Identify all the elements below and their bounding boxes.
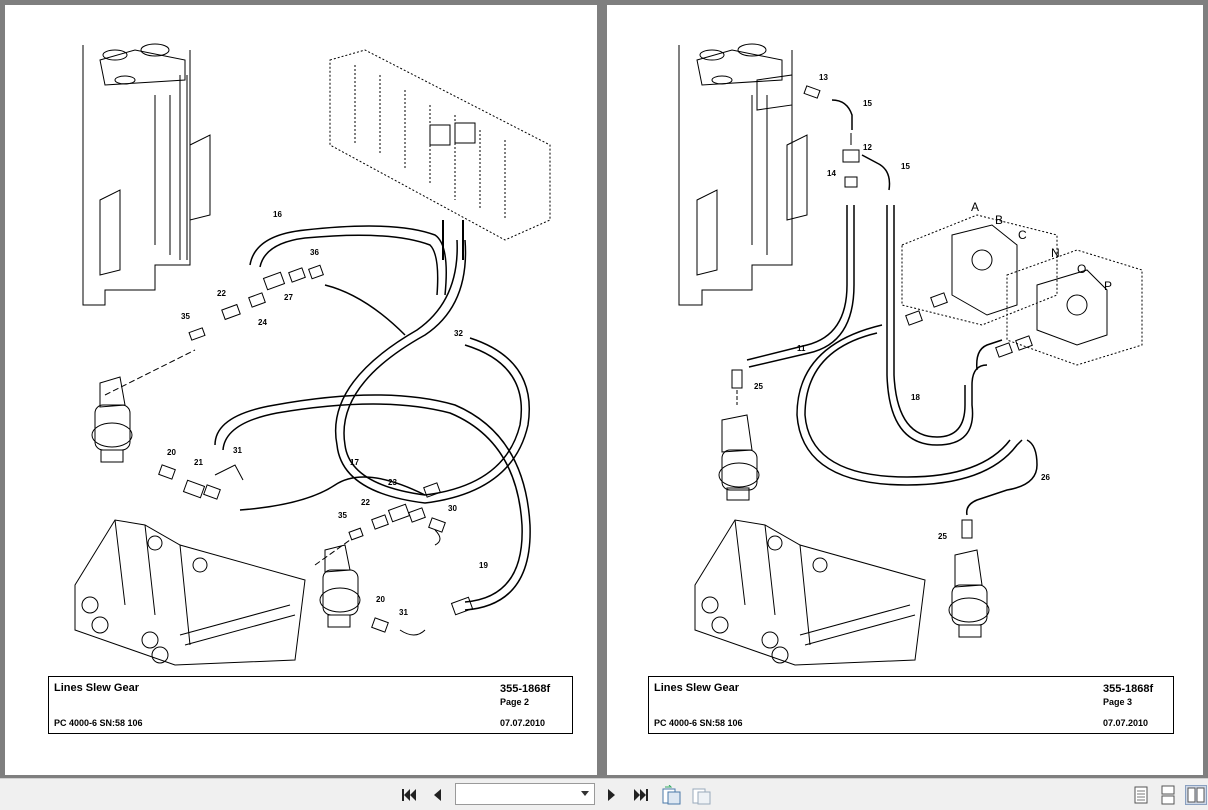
callout-15: 15 [863,99,872,108]
valve-letter-p: P [1104,279,1112,293]
callout-31: 31 [233,446,242,455]
previous-page-icon [434,789,441,801]
callout-14: 14 [827,169,836,178]
callout-27: 27 [284,293,293,302]
history-back-icon [662,785,681,805]
callout-22: 22 [217,289,226,298]
callout-18: 18 [911,393,920,402]
page-forward-history-button[interactable] [690,785,714,805]
document-number: 355-1868f [500,683,551,695]
valve-letter-a: A [971,200,979,214]
callout-labels-page-2: 16 36 22 27 24 35 32 20 21 31 17 23 22 3… [167,210,488,617]
callout-25b: 25 [938,532,947,541]
callout-30: 30 [448,504,457,513]
single-page-view-icon [1134,786,1148,804]
next-page-button[interactable] [603,785,621,805]
document-viewport[interactable]: 16 36 22 27 24 35 32 20 21 31 17 23 22 3… [0,0,1208,778]
callout-35b: 35 [338,511,347,520]
callout-31b: 31 [399,608,408,617]
hydraulic-lines-drawing-page-3: A B C N O P 13 15 12 15 14 11 25 18 26 2… [678,43,1143,666]
callout-20b: 20 [376,595,385,604]
valve-letter-n: N [1051,246,1060,260]
navigation-toolbar [0,778,1208,810]
valve-letter-o: O [1077,262,1086,276]
callout-35: 35 [181,312,190,321]
facing-pages-view-button[interactable] [1185,785,1207,805]
callout-26: 26 [1041,473,1050,482]
callout-19: 19 [479,561,488,570]
document-date: 07.07.2010 [1103,718,1149,728]
single-page-view-button[interactable] [1131,785,1151,805]
machine-model: PC 4000-6 SN:58 106 [654,718,743,728]
history-forward-icon [692,788,711,805]
last-page-button[interactable] [630,785,652,805]
document-page-3: A B C N O P 13 15 12 15 14 11 25 18 26 2… [607,5,1203,775]
next-page-icon [608,789,615,801]
callout-16: 16 [273,210,282,219]
title-block: Lines Slew Gear 355-1868f Page 2 PC 4000… [48,676,573,734]
callout-20: 20 [167,448,176,457]
page-back-history-button[interactable] [660,785,684,805]
callout-32: 32 [454,329,463,338]
callout-12: 12 [863,143,872,152]
callout-15b: 15 [901,162,910,171]
continuous-view-icon [1161,785,1175,805]
valve-section-letters: A B C N O P [971,200,1112,293]
page-label: Page 3 [1103,697,1133,707]
machine-model: PC 4000-6 SN:58 106 [54,718,143,728]
drawing-title: Lines Slew Gear [54,682,139,694]
chevron-down-icon [581,791,589,796]
valve-letter-c: C [1018,228,1027,242]
callout-25: 25 [754,382,763,391]
last-page-icon [634,789,648,801]
hydraulic-lines-drawing-page-2: 16 36 22 27 24 35 32 20 21 31 17 23 22 3… [74,43,551,666]
document-page-2: 16 36 22 27 24 35 32 20 21 31 17 23 22 3… [5,5,597,775]
callout-13: 13 [819,73,828,82]
document-number: 355-1868f [1103,683,1154,695]
callout-36: 36 [310,248,319,257]
first-page-button[interactable] [398,785,420,805]
continuous-view-button[interactable] [1158,785,1178,805]
page-label: Page 2 [500,697,530,707]
title-block: Lines Slew Gear 355-1868f Page 3 PC 4000… [648,676,1174,734]
drawing-title: Lines Slew Gear [654,682,739,694]
valve-letter-b: B [995,213,1003,227]
callout-23: 23 [388,478,397,487]
callout-24: 24 [258,318,267,327]
page-number-select[interactable] [455,783,595,805]
callout-labels-page-3: 13 15 12 15 14 11 25 18 26 25 [754,73,1050,541]
callout-11: 11 [797,344,806,353]
callout-21: 21 [194,458,203,467]
callout-22b: 22 [361,498,370,507]
previous-page-button[interactable] [428,785,446,805]
callout-17: 17 [350,458,359,467]
facing-pages-view-icon [1187,787,1205,803]
document-date: 07.07.2010 [500,718,546,728]
first-page-icon [402,789,416,801]
